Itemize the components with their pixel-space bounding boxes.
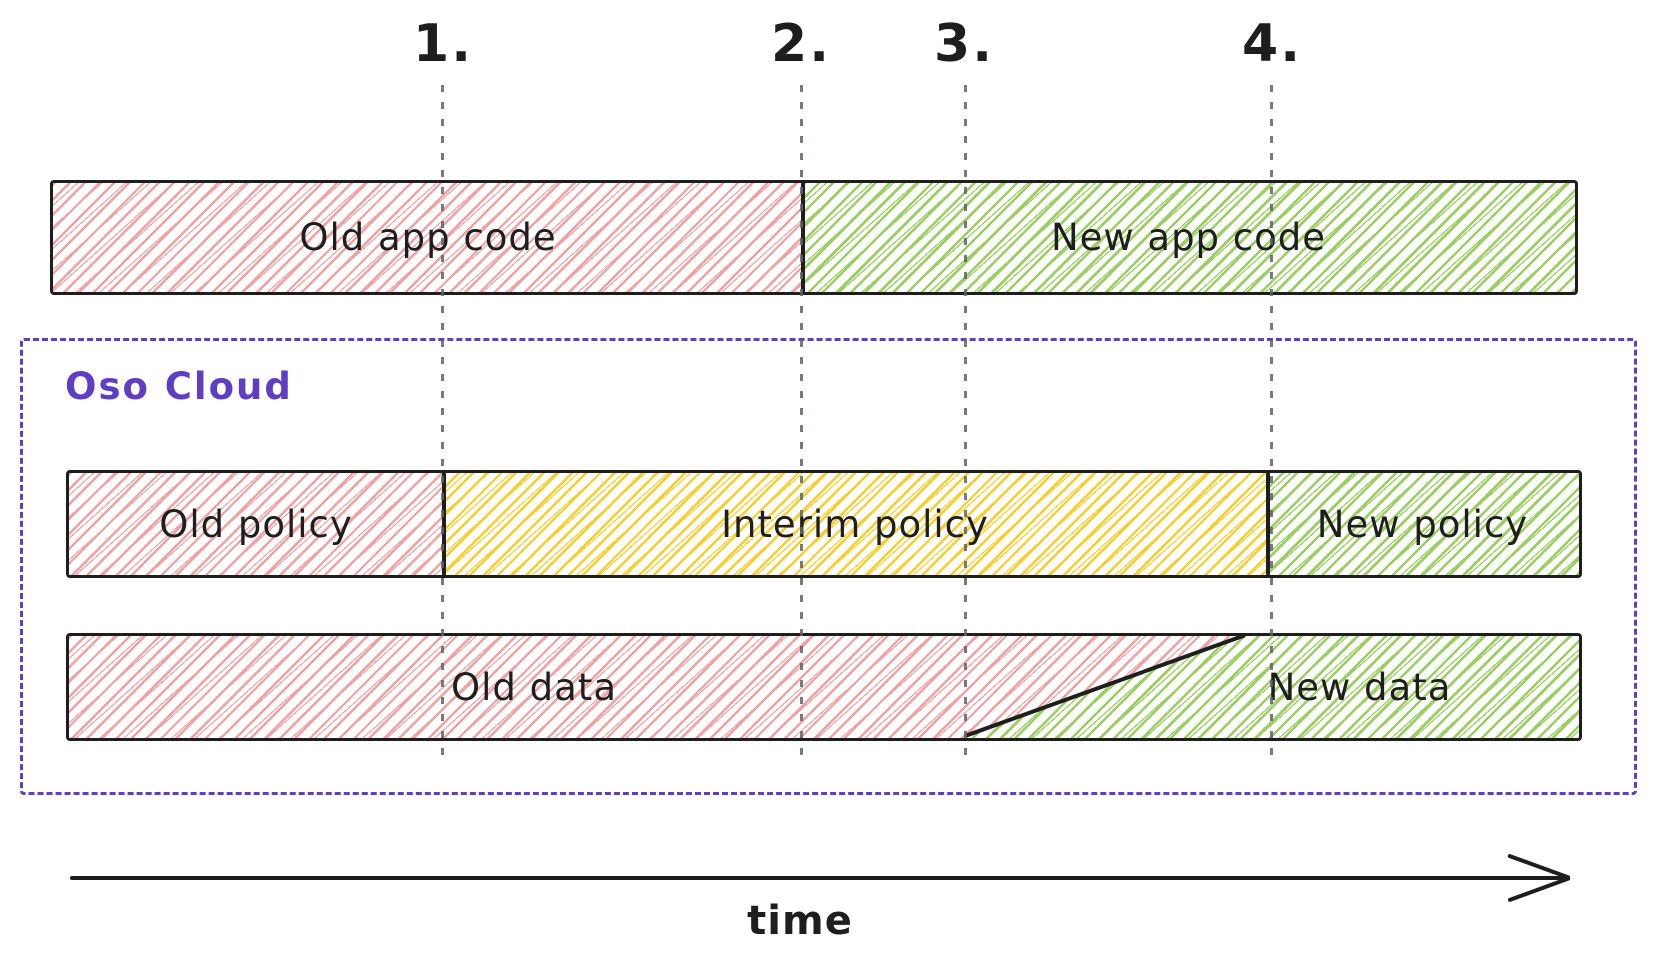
time-axis-arrowhead-lower	[1507, 876, 1571, 902]
policy-bar: Old policy Interim policy New policy	[66, 470, 1582, 578]
new-app-code-segment	[803, 183, 1575, 292]
time-axis-label: time	[747, 898, 853, 944]
oso-cloud-container: Oso Cloud	[20, 338, 1637, 795]
old-app-code-segment	[53, 183, 803, 292]
old-policy-label: Old policy	[159, 502, 353, 546]
old-data-label: Old data	[451, 665, 617, 709]
phase-label-4: 4.	[1242, 14, 1302, 74]
data-bar: Old data New data	[66, 632, 1582, 741]
oso-cloud-label: Oso Cloud	[65, 365, 293, 408]
phase-guide-line-3	[964, 85, 967, 762]
old-policy-segment	[69, 473, 443, 575]
phase-label-2: 2.	[771, 14, 831, 74]
new-policy-segment	[1267, 473, 1579, 575]
phase-label-3: 3.	[934, 14, 994, 74]
time-axis-line	[70, 876, 1570, 880]
policy-split-line-2	[1265, 472, 1270, 576]
interim-policy-segment	[443, 473, 1267, 575]
interim-policy-label: Interim policy	[721, 502, 989, 546]
phase-guide-line-2	[800, 85, 803, 762]
new-policy-label: New policy	[1316, 502, 1529, 546]
phase-guide-line-4	[1269, 85, 1273, 762]
app-code-split-line	[801, 182, 805, 293]
new-app-code-label: New app code	[1050, 216, 1327, 259]
new-data-label: New data	[1267, 665, 1452, 709]
old-app-code-label: Old app code	[299, 216, 557, 259]
phase-label-1: 1.	[413, 14, 473, 74]
phase-guide-line-1	[440, 85, 444, 762]
policy-split-line-1	[441, 472, 446, 576]
app-code-bar: Old app code New app code	[50, 180, 1578, 295]
